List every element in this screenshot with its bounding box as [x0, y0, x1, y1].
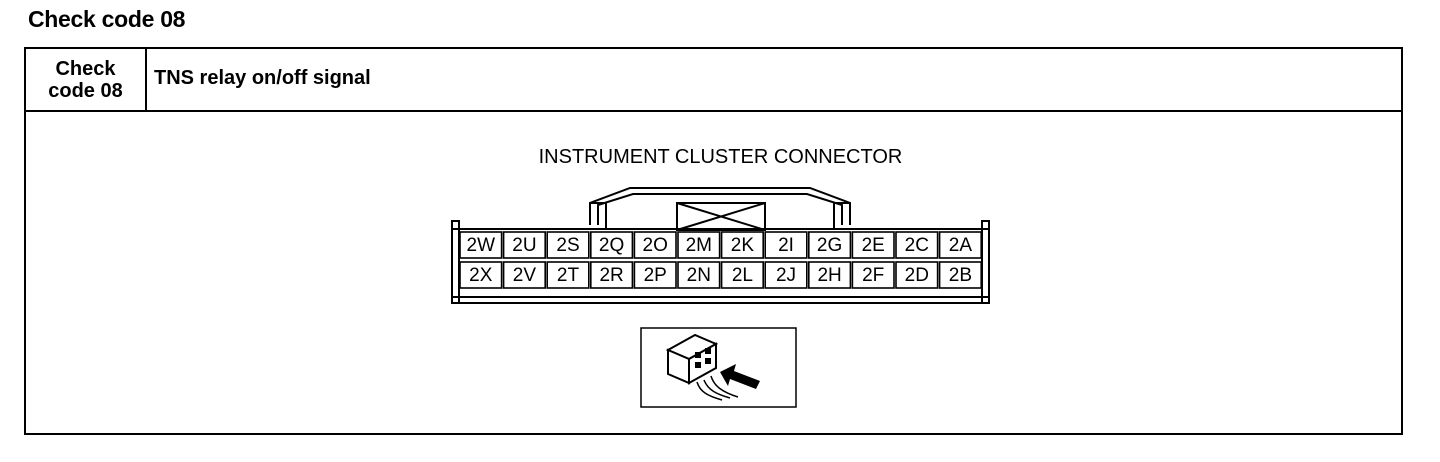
pin-label-2r: 2R	[599, 265, 623, 286]
pin-grid: 2W 2U 2S 2Q 2O 2M 2K 2I 2G 2E 2C 2A 2X 2V 2T 2R 2P 2N 2L 2J…	[459, 231, 982, 289]
pin-label-2a: 2A	[949, 235, 973, 256]
connector-title: INSTRUMENT CLUSTER CONNECTOR	[538, 146, 903, 168]
pin-label-2x: 2X	[469, 265, 493, 286]
pin-cell	[720, 231, 764, 259]
pin-label-2l: 2L	[732, 265, 753, 286]
pin-label-2n: 2N	[687, 265, 711, 286]
pin-label-2j: 2J	[776, 265, 796, 286]
pin-cell	[895, 231, 939, 259]
pin-cell	[720, 261, 764, 289]
pin-cell	[546, 261, 590, 289]
pin-cell	[677, 231, 721, 259]
pin-cell	[851, 261, 895, 289]
pin-cell	[633, 231, 677, 259]
pin-cell	[895, 261, 939, 289]
pin-label-2m: 2M	[686, 235, 712, 256]
pin-cell	[633, 261, 677, 289]
pin-label-2u: 2U	[512, 235, 536, 256]
pin-cell	[807, 261, 852, 289]
connector-lock-tab	[589, 187, 851, 230]
pin-label-2h: 2H	[817, 265, 841, 286]
pin-cell	[589, 261, 634, 289]
check-code-label: Check code 08	[48, 57, 123, 102]
pin-label-2s: 2S	[556, 235, 579, 256]
pin-cell	[807, 231, 852, 259]
signal-description: TNS relay on/off signal	[154, 67, 371, 89]
harness-connector-view-icon	[640, 327, 797, 408]
pin-label-2i: 2I	[778, 235, 794, 256]
pin-label-2t: 2T	[557, 265, 580, 286]
pin-label-2o: 2O	[643, 235, 668, 256]
pin-label-2k: 2K	[731, 235, 755, 256]
check-code-cell: Check code 08	[26, 49, 147, 110]
pin-cell	[851, 231, 895, 259]
pin-cell	[459, 261, 503, 289]
pin-label-2w: 2W	[467, 235, 496, 256]
pin-cell	[938, 231, 982, 259]
pin-cell	[677, 261, 721, 289]
pin-cell	[764, 231, 808, 259]
pin-cell	[502, 261, 547, 289]
pin-cell	[589, 231, 634, 259]
pin-cell	[459, 231, 503, 259]
pin-label-2c: 2C	[905, 235, 929, 256]
pin-label-2p: 2P	[644, 265, 667, 286]
connector-housing	[451, 220, 990, 304]
pin-cell	[764, 261, 808, 289]
pin-cell	[502, 231, 547, 259]
table-header-row: Check code 08 TNS relay on/off signal	[26, 49, 1401, 112]
pin-label-2f: 2F	[862, 265, 884, 286]
blank-cavity-mark	[676, 202, 766, 231]
page-title: Check code 08	[28, 6, 186, 32]
pin-cell	[546, 231, 590, 259]
pin-label-2d: 2D	[905, 265, 929, 286]
pin-label-2v: 2V	[513, 265, 537, 286]
pin-label-2e: 2E	[862, 235, 885, 256]
pin-label-2b: 2B	[949, 265, 972, 286]
pin-label-2q: 2Q	[599, 235, 624, 256]
pin-label-2g: 2G	[817, 235, 842, 256]
pin-cell	[938, 261, 982, 289]
check-code-table: Check code 08 TNS relay on/off signal IN…	[24, 47, 1403, 435]
